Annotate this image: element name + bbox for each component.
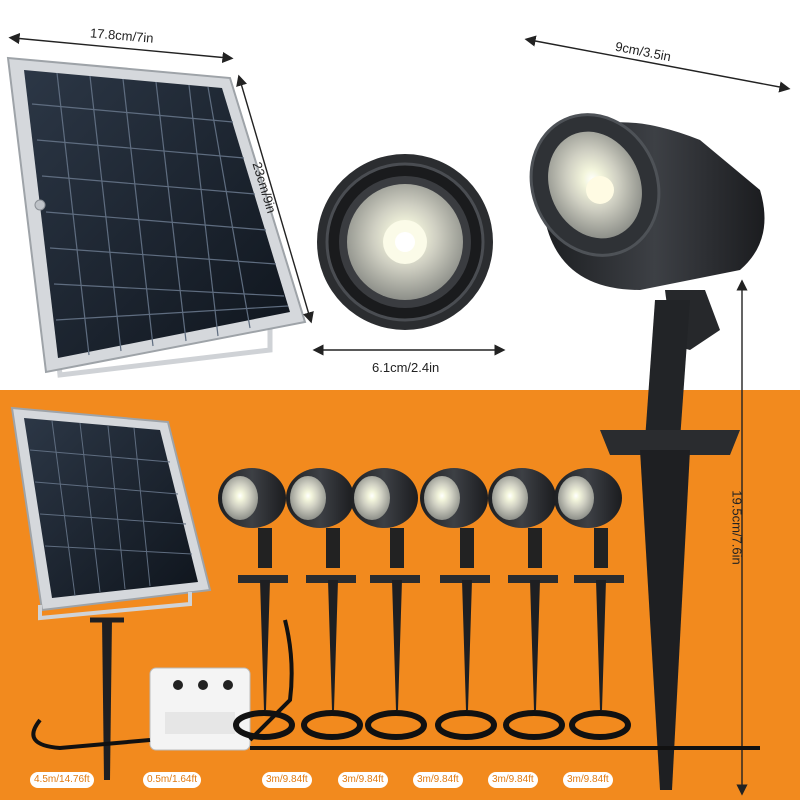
- light-front-view: [317, 154, 493, 330]
- spotlight-6: [554, 468, 631, 740]
- spotlight-5: [488, 468, 565, 740]
- light-length-arrow: [524, 35, 791, 93]
- spotlight-1: [218, 468, 295, 740]
- spotlight-row: [218, 468, 631, 740]
- spotlight-3: [350, 468, 427, 740]
- cable-length-badge: 3m/9.84ft: [262, 772, 312, 788]
- panel-height-arrow: [236, 74, 314, 324]
- cable-length-badge: 4.5m/14.76ft: [30, 772, 94, 788]
- cable-length-badge: 3m/9.84ft: [413, 772, 463, 788]
- controller-box: [149, 667, 251, 751]
- cables: [31, 619, 760, 751]
- cable-length-badge: 3m/9.84ft: [338, 772, 388, 788]
- cable-length-badge: 3m/9.84ft: [488, 772, 538, 788]
- cable-length-badge: 3m/9.84ft: [563, 772, 613, 788]
- lens-diameter-label: 6.1cm/2.4in: [372, 360, 440, 375]
- spotlight-2: [286, 468, 363, 740]
- solar-panel-large: [6, 56, 307, 378]
- panel-width-arrow: [8, 32, 234, 64]
- light-height-label: 19.5cm/7.6in: [729, 490, 745, 565]
- cable-length-badge: 0.5m/1.64ft: [143, 772, 202, 788]
- solar-panel-small: [10, 406, 212, 780]
- spotlight-large: [529, 113, 765, 790]
- spotlight-4: [420, 468, 497, 740]
